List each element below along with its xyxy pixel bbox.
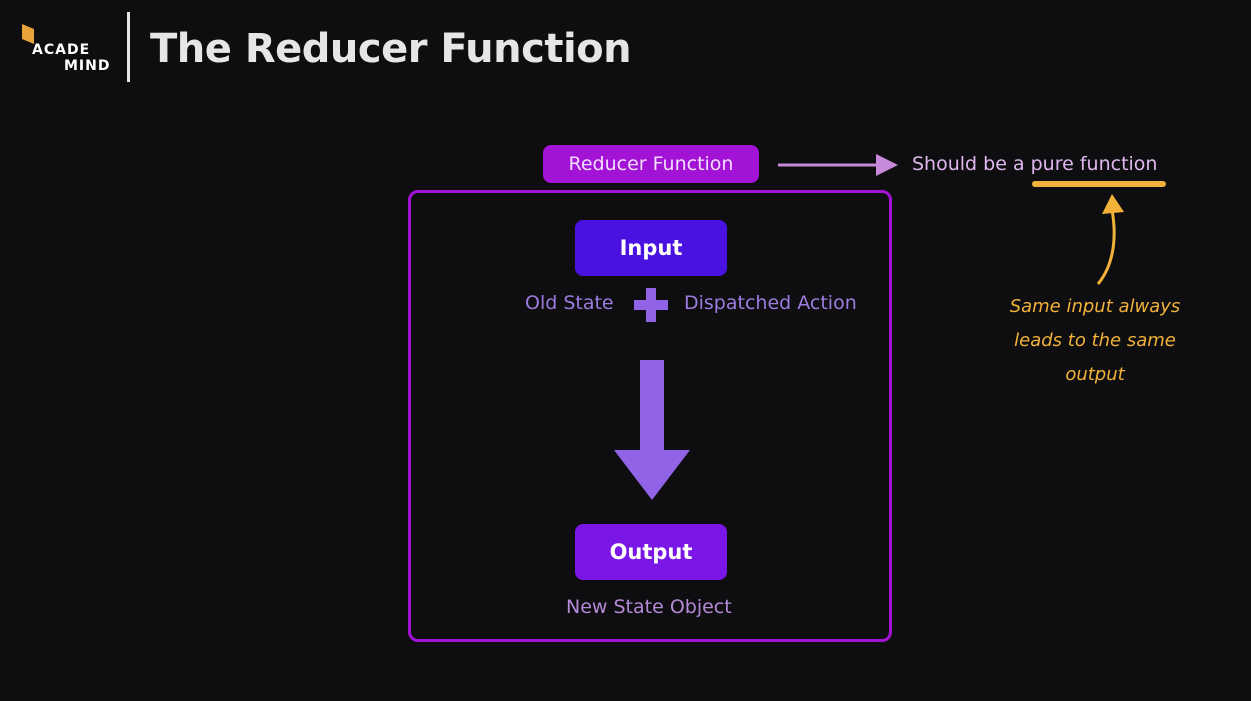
- pure-function-underline: [1032, 181, 1166, 187]
- plus-icon: [634, 288, 668, 322]
- input-box: Input: [575, 220, 727, 276]
- right-arrow-icon: [778, 154, 898, 176]
- page-title: The Reducer Function: [150, 26, 632, 72]
- pure-function-note: Should be a pure function: [912, 153, 1158, 175]
- logo-text-line1: ACADE: [32, 42, 91, 58]
- old-state-label: Old State: [525, 292, 614, 314]
- reducer-frame: [408, 190, 892, 642]
- header-divider: [127, 12, 130, 82]
- reducer-function-label: Reducer Function: [543, 145, 759, 183]
- curved-up-arrow-icon: [1096, 194, 1124, 285]
- output-box: Output: [575, 524, 727, 580]
- logo-text-line2: MIND: [64, 58, 111, 74]
- dispatched-action-label: Dispatched Action: [684, 292, 857, 314]
- same-input-note: Same input always leads to the same outp…: [1009, 296, 1181, 385]
- logo-mark-icon: [22, 24, 34, 44]
- academind-logo: ACADE MIND: [22, 22, 122, 78]
- down-arrow-icon: [614, 360, 690, 500]
- new-state-label: New State Object: [566, 596, 732, 618]
